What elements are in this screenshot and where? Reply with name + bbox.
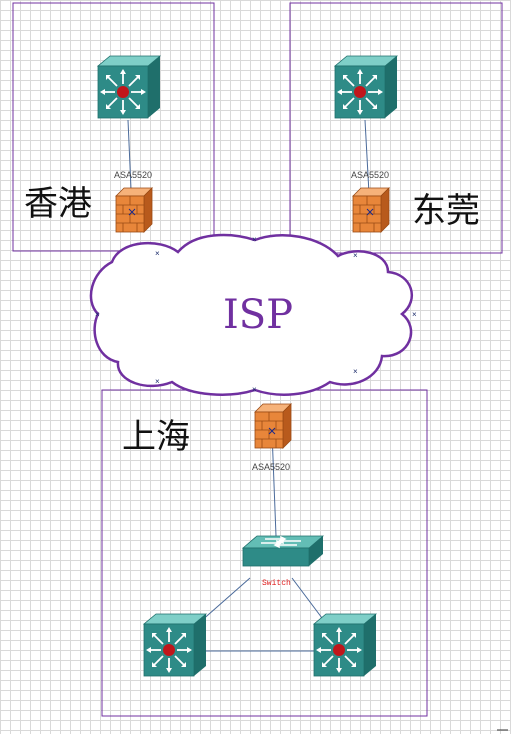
cloud-handle: ×	[412, 310, 417, 319]
layer3-switch-icon[interactable]	[97, 55, 161, 119]
region-box-dongguan	[289, 2, 503, 254]
switch-icon[interactable]	[242, 535, 324, 567]
region-label-shanghai: 上海	[122, 417, 190, 457]
layer3-switch-icon[interactable]	[313, 613, 377, 677]
sh-firewall-label: ASA5520	[252, 462, 290, 472]
cloud-handle: ×	[353, 251, 358, 260]
cloud-handle: ×	[252, 235, 257, 244]
layer3-switch-icon[interactable]	[143, 613, 207, 677]
connection-marker	[268, 427, 276, 435]
link-sh-firewall-switch	[271, 431, 277, 537]
region-label-dongguan: 东莞	[412, 191, 480, 231]
region-label-hongkong: 香港	[24, 184, 92, 224]
cloud-handle: ×	[155, 249, 160, 258]
connection-marker	[128, 208, 136, 216]
link-switch-router-left	[199, 577, 251, 623]
dg-firewall-label: ASA5520	[351, 170, 389, 180]
isp-label: ISP	[223, 292, 293, 338]
switch-label: Switch	[262, 579, 291, 588]
firewall-icon[interactable]	[254, 403, 292, 449]
isp-cloud	[89, 233, 413, 396]
link-switch-router-right	[291, 577, 323, 619]
cloud-handle: ×	[95, 310, 100, 319]
cloud-handle: ×	[155, 377, 160, 386]
connection-marker	[366, 208, 374, 216]
hk-firewall-label: ASA5520	[114, 170, 152, 180]
layer3-switch-icon[interactable]	[334, 55, 398, 119]
firewall-icon[interactable]	[352, 187, 390, 233]
cloud-handle: ×	[353, 367, 358, 376]
cloud-handle: ×	[252, 385, 257, 394]
region-box-hongkong	[12, 2, 215, 252]
